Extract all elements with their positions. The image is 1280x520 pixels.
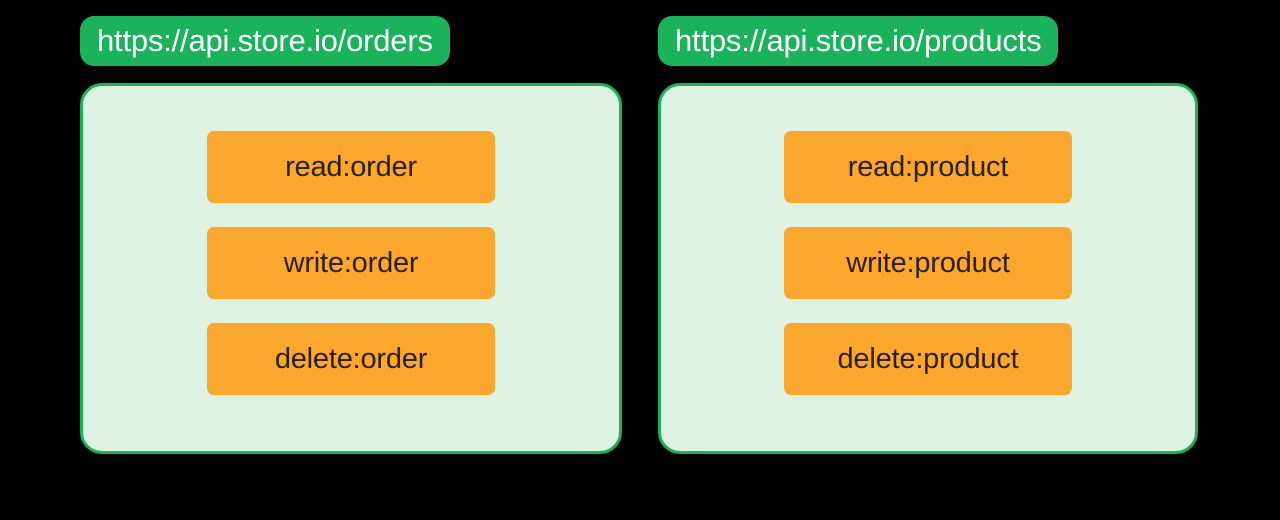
api-group-products: https://api.store.io/products read:produ… <box>658 16 1200 454</box>
api-url-pill-orders[interactable]: https://api.store.io/orders <box>80 16 450 66</box>
scope-panel-orders: read:order write:order delete:order <box>80 83 622 454</box>
api-url-pill-products[interactable]: https://api.store.io/products <box>658 16 1059 66</box>
scope-list-orders: read:order write:order delete:order <box>83 131 619 395</box>
scope-chip[interactable]: write:order <box>207 227 495 299</box>
scope-chip[interactable]: read:product <box>784 131 1072 203</box>
scope-chip[interactable]: delete:order <box>207 323 495 395</box>
api-group-orders: https://api.store.io/orders read:order w… <box>80 16 622 454</box>
scope-panel-products: read:product write:product delete:produc… <box>658 83 1198 454</box>
scope-chip[interactable]: write:product <box>784 227 1072 299</box>
scope-chip[interactable]: delete:product <box>784 323 1072 395</box>
scope-chip[interactable]: read:order <box>207 131 495 203</box>
scope-list-products: read:product write:product delete:produc… <box>661 131 1195 395</box>
